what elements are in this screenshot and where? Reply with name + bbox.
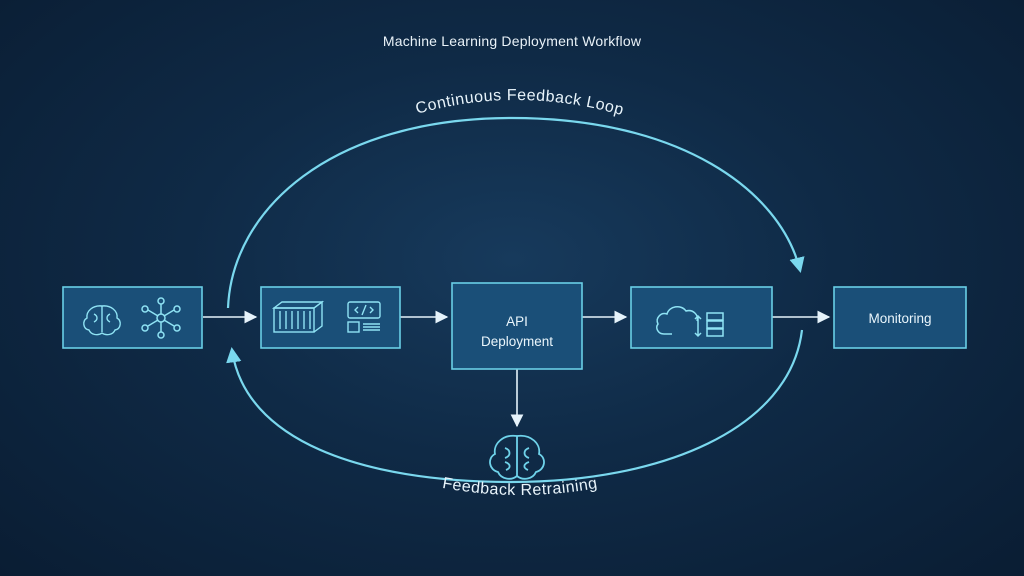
deployment-label: Deployment [481, 334, 553, 349]
node-data-model[interactable] [62, 286, 203, 349]
monitoring-label: Monitoring [868, 311, 931, 326]
cloud-sync-icon [656, 306, 724, 338]
node-containerize[interactable] [260, 286, 401, 349]
top-arc-label: Continuous Feedback Loop [414, 87, 626, 119]
api-label: API [506, 314, 528, 329]
container-icon [271, 300, 325, 333]
diagram-title: Machine Learning Deployment Workflow [382, 33, 642, 49]
node-monitoring[interactable]: Monitoring [833, 286, 967, 349]
retraining-brain-icon[interactable] [489, 434, 545, 480]
node-cloud-hosting[interactable] [630, 286, 773, 349]
bottom-retraining-arc [226, 329, 804, 484]
node-api-deployment[interactable]: API Deployment [451, 282, 583, 370]
code-server-icon [347, 301, 381, 333]
top-feedback-arc [226, 116, 805, 309]
network-icon [141, 297, 181, 339]
brain-icon [83, 305, 121, 336]
